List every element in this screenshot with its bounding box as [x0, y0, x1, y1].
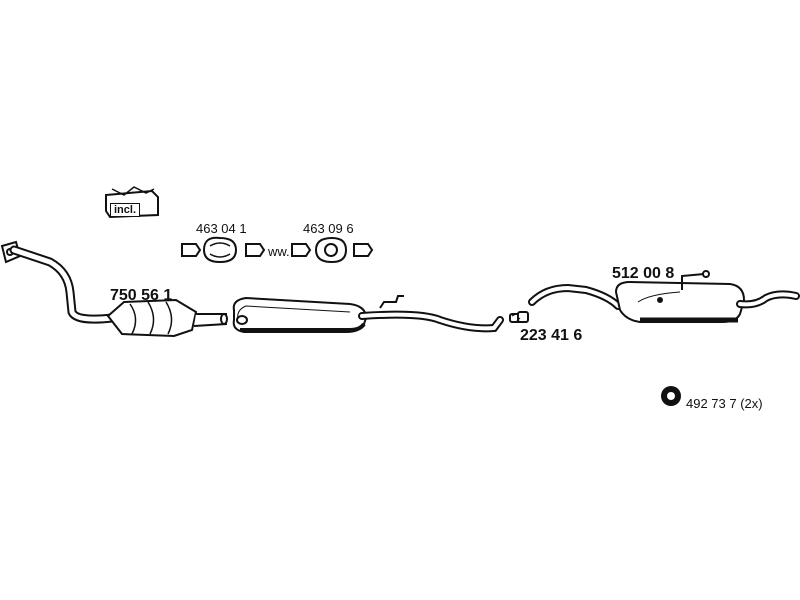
connector-part	[509, 311, 529, 323]
rear-silencer	[614, 270, 746, 323]
clamp-set-1	[181, 236, 266, 264]
clamp-set-2	[291, 236, 374, 264]
middle-pipe-hanger	[379, 295, 404, 309]
clamp-set-1-part-number: 463 04 1	[196, 221, 247, 236]
catalytic-converter-part-number: 750 56 1	[110, 287, 173, 304]
rear-silencer-part-number: 512 00 8	[612, 265, 675, 282]
rubber-mount-part-number: 492 73 7 (2x)	[686, 396, 763, 411]
clamp-joiner-text: ww.	[268, 244, 290, 259]
connector-part-number: 223 41 6	[520, 327, 583, 344]
middle-silencer	[232, 296, 368, 333]
included-kit-label: incl.	[110, 203, 141, 217]
catalytic-converter	[106, 298, 228, 338]
clamp-set-2-part-number: 463 09 6	[303, 221, 354, 236]
front-downpipe	[9, 245, 117, 324]
rubber-mount-icon	[661, 386, 681, 406]
